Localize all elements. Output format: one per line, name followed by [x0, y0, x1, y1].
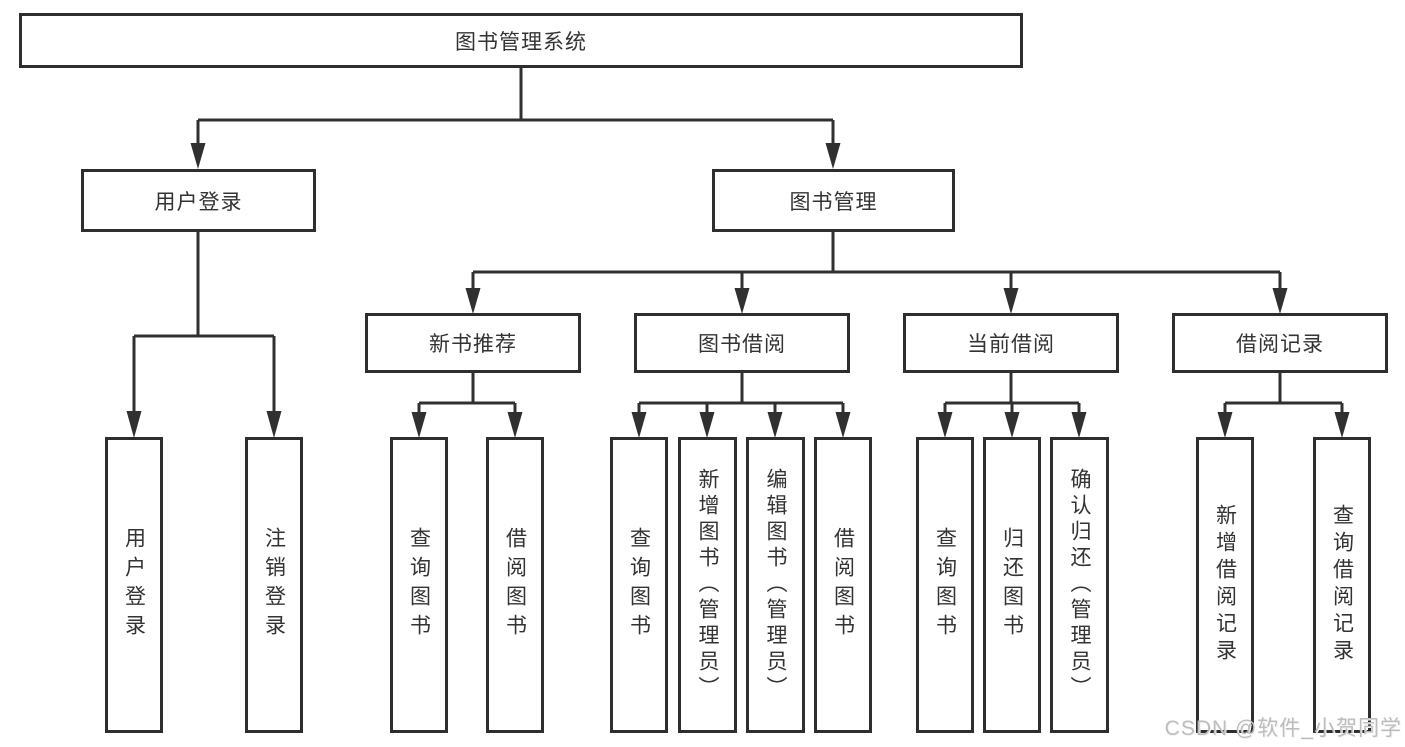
- leaf-edit-book-admin: 编辑图书（管理员）: [746, 437, 805, 733]
- leaf-confirm-return-admin: 确认归还（管理员）: [1050, 437, 1109, 733]
- leaf-add-book-admin: 新增图书（管理员）: [678, 437, 737, 733]
- leaf-recommend-query-book: 查询图书: [390, 437, 448, 733]
- leaf-logout: 注销登录: [245, 437, 303, 733]
- csdn-watermark: CSDN @软件_小贺同学: [1164, 717, 1402, 740]
- leaf-user-login: 用户登录: [105, 437, 163, 733]
- leaf-query-borrow-record: 查询借阅记录: [1313, 437, 1371, 733]
- leaf-current-query-book: 查询图书: [916, 437, 974, 733]
- node-book-borrow: 图书借阅: [634, 313, 850, 373]
- leaf-borrow-book: 借阅图书: [814, 437, 872, 733]
- leaf-recommend-borrow-book: 借阅图书: [486, 437, 544, 733]
- node-new-book-recommend: 新书推荐: [365, 313, 581, 373]
- node-book-management: 图书管理: [712, 169, 955, 232]
- leaf-add-borrow-record: 新增借阅记录: [1196, 437, 1254, 733]
- node-root-system: 图书管理系统: [19, 13, 1023, 68]
- leaf-borrow-query-book: 查询图书: [610, 437, 668, 733]
- leaf-return-book: 归还图书: [983, 437, 1041, 733]
- node-borrow-records: 借阅记录: [1172, 313, 1388, 373]
- node-user-login: 用户登录: [81, 169, 316, 232]
- node-current-borrow: 当前借阅: [903, 313, 1119, 373]
